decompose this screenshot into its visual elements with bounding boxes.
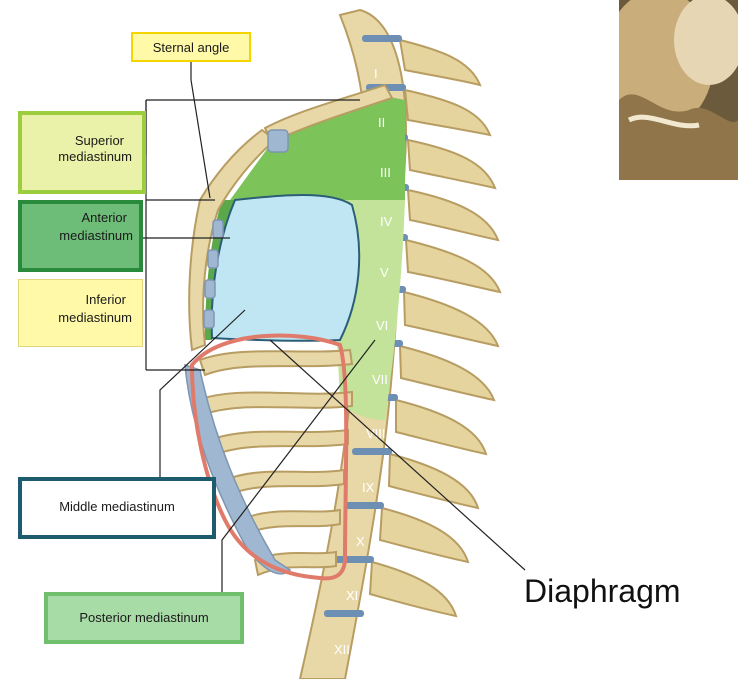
vertebra-label-ii: II bbox=[378, 115, 385, 130]
vertebra-label-ix: IX bbox=[362, 480, 375, 495]
posterior-mediastinum-label: Posterior mediastinum bbox=[44, 592, 244, 644]
vertebra-label-v: V bbox=[380, 265, 389, 280]
inferior-mediastinum-label: Inferior mediastinum bbox=[18, 279, 143, 347]
anterior-mediastinum-label: Anterior mediastinum bbox=[18, 200, 143, 272]
inferior-text-line2: mediastinum bbox=[58, 310, 132, 326]
vertebra-label-iv: IV bbox=[380, 214, 393, 229]
superior-mediastinum-label: Superior mediastinum bbox=[18, 111, 146, 194]
vertebra-label-xii: XII bbox=[334, 642, 350, 657]
vertebra-label-xi: XI bbox=[346, 588, 358, 603]
diaphragm-label: Diaphragm bbox=[524, 571, 681, 611]
vertebra-label-vi: VI bbox=[376, 318, 388, 333]
superior-text-line2: mediastinum bbox=[58, 149, 132, 165]
middle-mediastinum-region bbox=[212, 195, 359, 341]
vertebra-label-viii: VIII bbox=[366, 426, 386, 441]
anterior-text-line2: mediastinum bbox=[59, 228, 133, 244]
photo-image bbox=[619, 0, 738, 180]
vertebra-label-i: I bbox=[374, 66, 378, 81]
vertebra-label-x: X bbox=[356, 534, 365, 549]
sternal-angle-label: Sternal angle bbox=[131, 32, 251, 62]
middle-text: Middle mediastinum bbox=[22, 499, 212, 515]
vertebra-label-iii: III bbox=[380, 165, 391, 180]
inferior-text-line1: Inferior bbox=[86, 292, 126, 308]
superior-text-line1: Superior bbox=[75, 133, 124, 149]
middle-mediastinum-label: Middle mediastinum bbox=[18, 477, 216, 539]
anterior-text-line1: Anterior bbox=[81, 210, 127, 226]
vertebra-label-vii: VII bbox=[372, 372, 388, 387]
posterior-text: Posterior mediastinum bbox=[48, 610, 240, 626]
cadaver-photo bbox=[619, 0, 738, 180]
sternal-angle-text: Sternal angle bbox=[133, 40, 249, 56]
